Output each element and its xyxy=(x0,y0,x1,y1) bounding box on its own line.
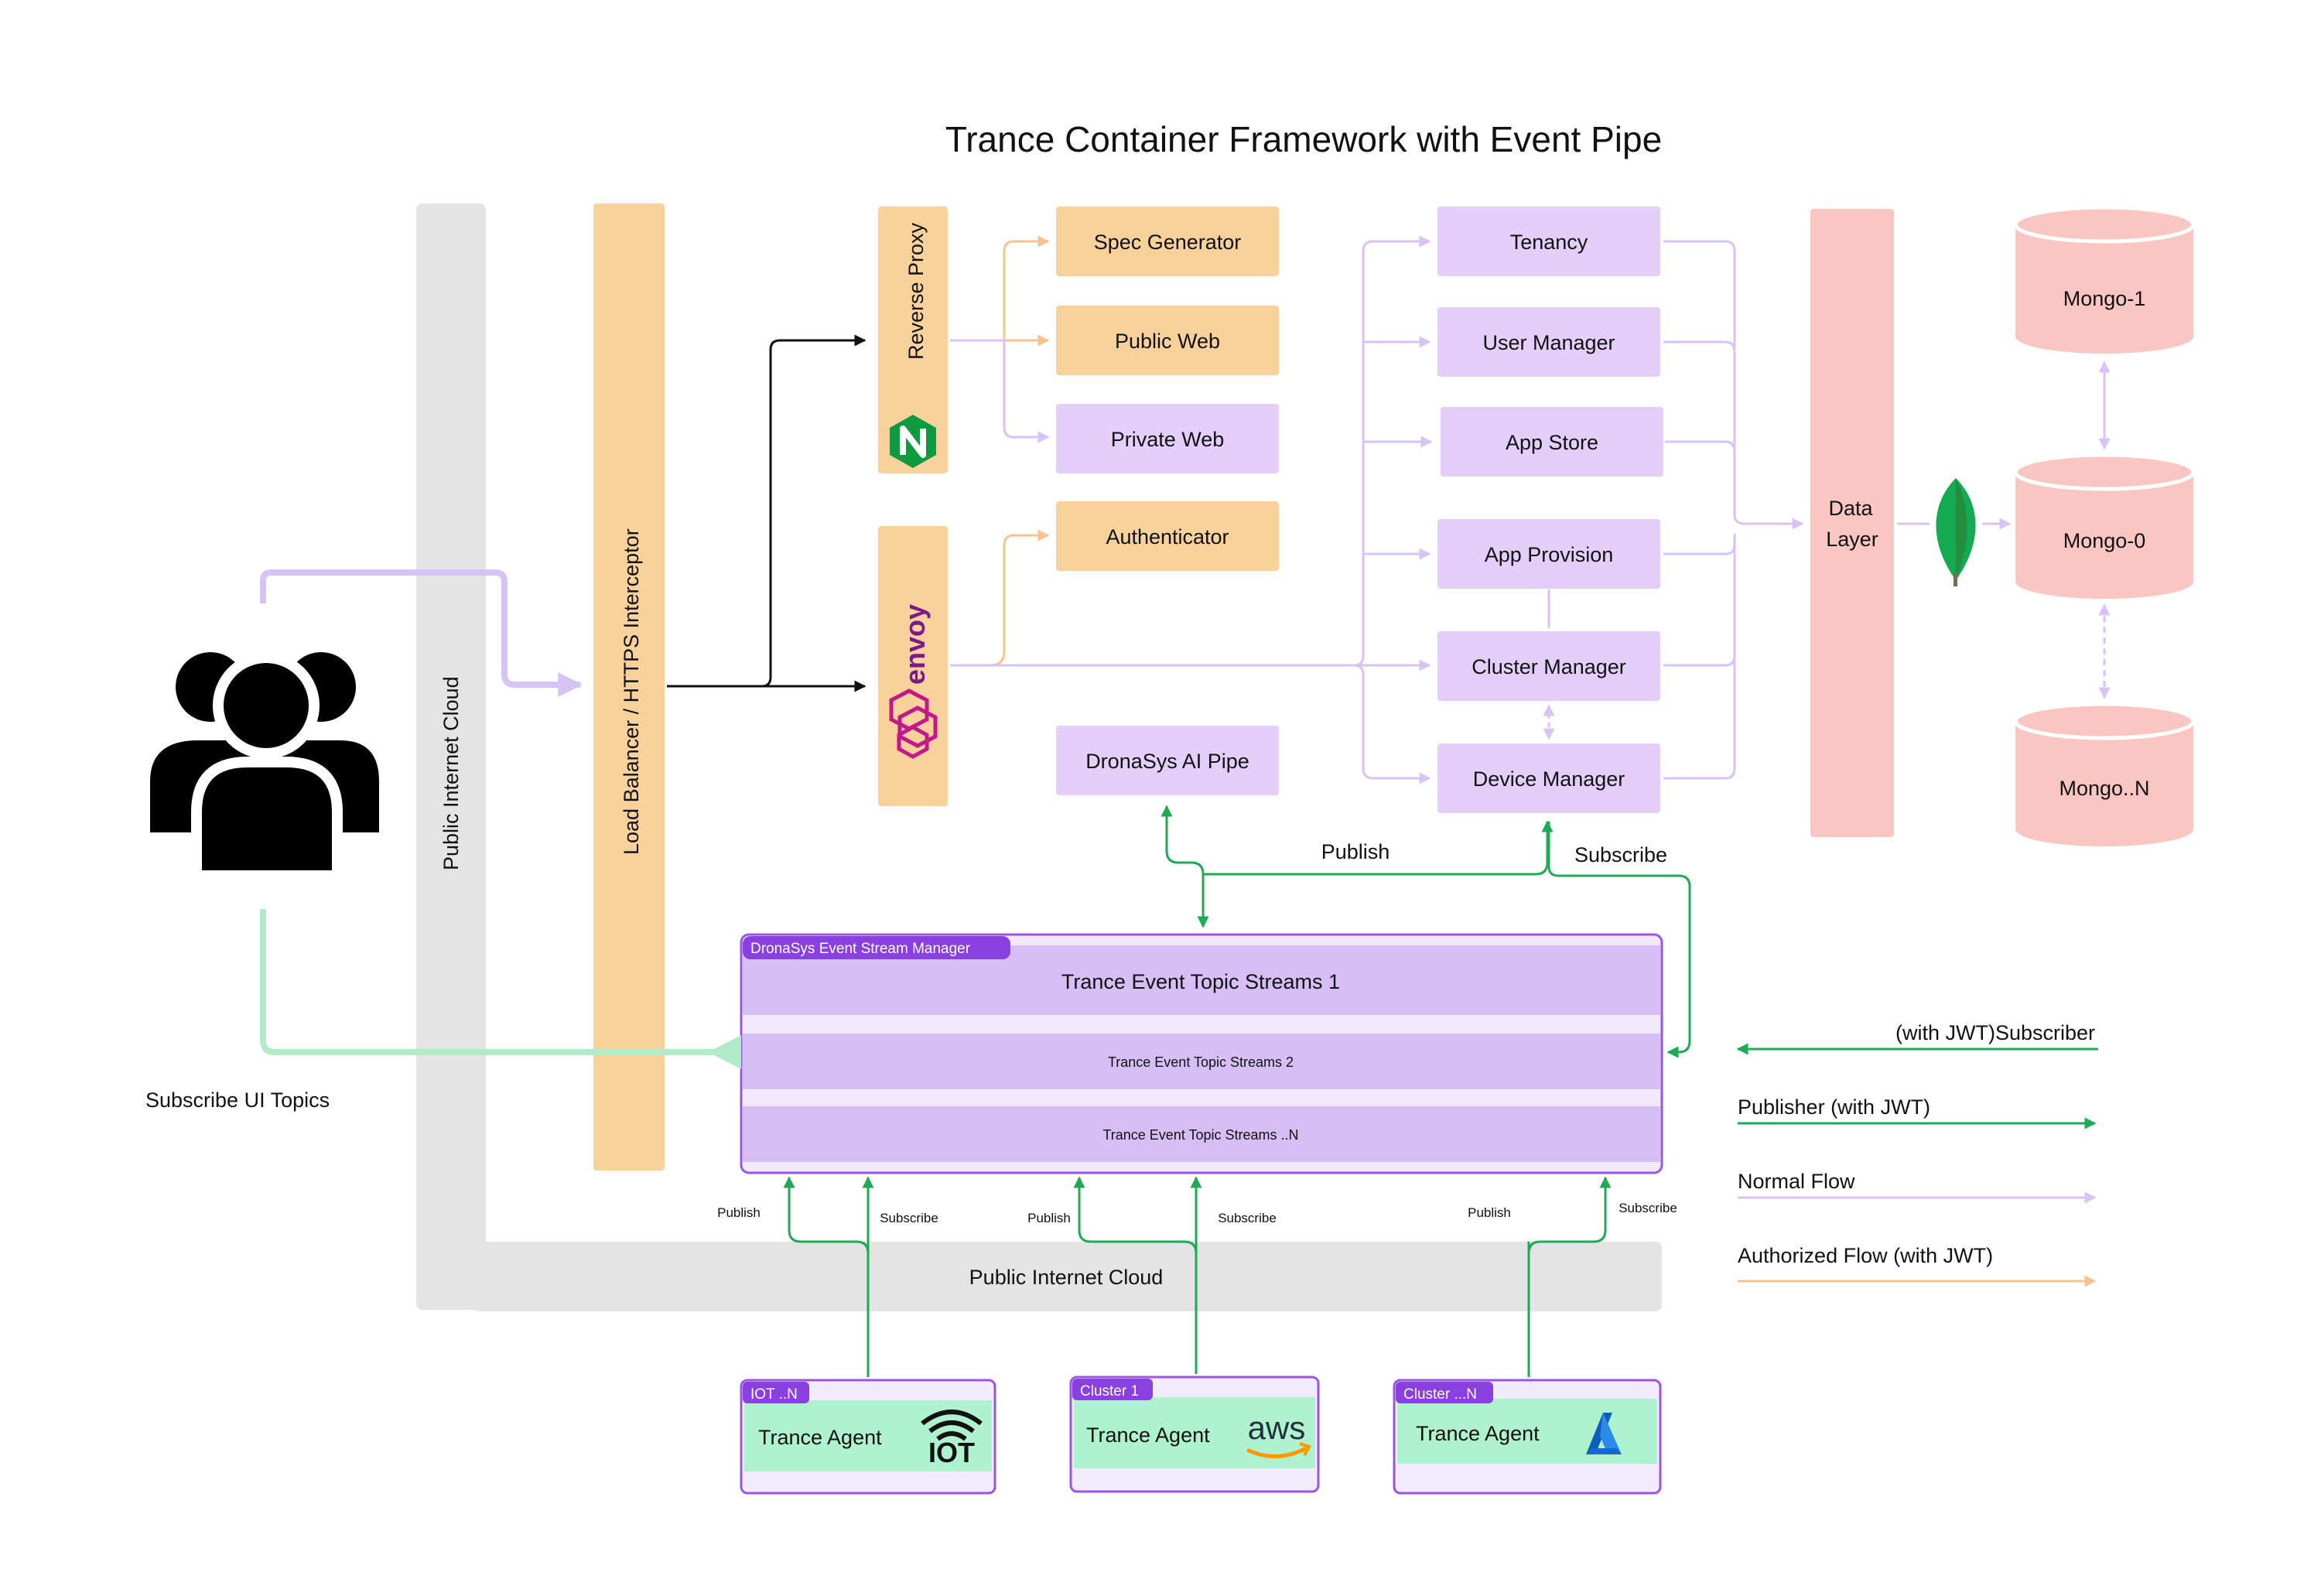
legend-subscriber-label: (with JWT)Subscriber xyxy=(1895,1021,2095,1044)
agent-azure: Cluster ...N Trance Agent xyxy=(1393,1379,1662,1495)
services-to-datalayer xyxy=(1547,240,1804,780)
agent-pubsub-lines xyxy=(783,1176,1612,1377)
agent-tag: Cluster ...N xyxy=(1403,1386,1477,1403)
legend-authorized-label: Authorized Flow (with JWT) xyxy=(1738,1244,1993,1267)
service-label: User Manager xyxy=(1482,331,1615,354)
lb-to-proxy-arrow xyxy=(761,334,867,688)
service-label: Tenancy xyxy=(1510,231,1588,254)
agent-tag: Cluster 1 xyxy=(1080,1383,1139,1399)
service-public-web: Public Web xyxy=(1056,306,1279,375)
data-layer-line2: Layer xyxy=(1826,528,1878,551)
nginx-icon xyxy=(890,415,936,468)
service-app-provision: App Provision xyxy=(1437,519,1660,589)
service-label: Cluster Manager xyxy=(1472,655,1626,678)
stream-2: Trance Event Topic Streams 2 xyxy=(1108,1054,1294,1070)
stream-n: Trance Event Topic Streams ..N xyxy=(1102,1127,1298,1143)
aws-icon: aws xyxy=(1246,1410,1311,1458)
top-pubsub-lines xyxy=(1160,805,1691,1058)
service-label: Public Web xyxy=(1115,330,1220,353)
service-authenticator: Authenticator xyxy=(1056,501,1279,571)
service-tenancy: Tenancy xyxy=(1437,207,1660,276)
service-label: App Provision xyxy=(1485,543,1614,566)
subscribe-ui-arrowhead xyxy=(708,1035,741,1069)
service-label: Private Web xyxy=(1111,428,1225,451)
event-stream-manager: DronaSys Event Stream Manager Trance Eve… xyxy=(740,933,1663,1174)
legend-publisher-label: Publisher (with JWT) xyxy=(1738,1095,1930,1119)
agent-label: Trance Agent xyxy=(1086,1423,1210,1447)
cloud-vertical-label: Public Internet Cloud xyxy=(439,676,463,870)
publish-top-label: Publish xyxy=(1321,840,1390,863)
cloud-horizontal-label: Public Internet Cloud xyxy=(969,1266,1164,1289)
mongo-0-db: Mongo-0 xyxy=(2013,453,2196,599)
users-icon xyxy=(150,652,379,881)
load-balancer: Load Balancer / HTTPS Interceptor xyxy=(593,203,665,1171)
user-to-lb-arrow xyxy=(260,569,583,697)
legend: (with JWT)Subscriber Publisher (with JWT… xyxy=(1736,1021,2098,1287)
service-cluster-manager: Cluster Manager xyxy=(1437,631,1660,701)
load-balancer-label: Load Balancer / HTTPS Interceptor xyxy=(620,528,643,855)
event-manager-tag: DronaSys Event Stream Manager xyxy=(750,941,971,957)
mongo-1-db: Mongo-1 xyxy=(2013,205,2196,354)
agent-aws: Cluster 1 Trance Agent aws xyxy=(1069,1376,1320,1493)
iot-icon: IOT xyxy=(921,1410,983,1468)
service-spec-generator: Spec Generator xyxy=(1056,207,1279,276)
agent2-publish-label: Publish xyxy=(1027,1211,1071,1225)
service-label: Authenticator xyxy=(1106,525,1229,549)
service-device-manager: Device Manager xyxy=(1437,743,1660,813)
envoy-icon xyxy=(889,689,938,759)
public-internet-cloud: Public Internet Cloud Public Internet Cl… xyxy=(416,203,1662,1311)
agent-label: Trance Agent xyxy=(1416,1422,1540,1445)
service-label: App Store xyxy=(1506,431,1598,454)
envoy-label: envoy xyxy=(899,604,931,685)
envoy-fanout xyxy=(950,235,1433,784)
mongo-label: Mongo-1 xyxy=(2063,287,2146,310)
agent2-subscribe-label: Subscribe xyxy=(1218,1211,1277,1225)
service-label: Spec Generator xyxy=(1094,231,1242,254)
service-app-store: App Store xyxy=(1441,407,1663,477)
diagram-title: Trance Container Framework with Event Pi… xyxy=(945,119,1662,159)
reverse-proxy-label: Reverse Proxy xyxy=(904,222,928,360)
agent1-subscribe-label: Subscribe xyxy=(880,1211,938,1225)
stream-1: Trance Event Topic Streams 1 xyxy=(1061,970,1340,993)
aws-icon-text: aws xyxy=(1248,1410,1306,1446)
agent3-publish-label: Publish xyxy=(1468,1205,1511,1220)
data-layer: Data Layer xyxy=(1810,209,1894,837)
data-layer-line1: Data xyxy=(1828,497,1873,520)
service-ai-pipe: DronaSys AI Pipe xyxy=(1056,726,1279,795)
agent-tag: IOT ..N xyxy=(750,1386,798,1403)
azure-icon xyxy=(1586,1413,1622,1454)
reverse-proxy: Reverse Proxy xyxy=(878,207,948,473)
mongo-n-db: Mongo..N xyxy=(2013,702,2196,846)
subscribe-top-label: Subscribe xyxy=(1574,843,1667,866)
service-label: DronaSys AI Pipe xyxy=(1085,750,1249,773)
iot-icon-text: IOT xyxy=(928,1437,975,1468)
proxy-fanout xyxy=(950,235,1050,443)
envoy-proxy: envoy xyxy=(878,526,948,806)
agent-label: Trance Agent xyxy=(758,1426,882,1449)
agent1-publish-label: Publish xyxy=(717,1205,761,1220)
mongo-label: Mongo..N xyxy=(2059,777,2149,800)
mongodb-icon xyxy=(1936,478,1976,586)
mongo-label: Mongo-0 xyxy=(2063,529,2146,552)
agent3-subscribe-label: Subscribe xyxy=(1619,1201,1677,1215)
subscribe-ui-line xyxy=(260,909,739,1055)
subscribe-ui-label: Subscribe UI Topics xyxy=(145,1088,330,1112)
service-user-manager: User Manager xyxy=(1437,307,1660,377)
service-label: Device Manager xyxy=(1473,767,1625,791)
legend-normal-label: Normal Flow xyxy=(1738,1170,1855,1193)
agent-iot: IOT ..N Trance Agent IOT xyxy=(740,1379,996,1495)
service-private-web: Private Web xyxy=(1056,404,1279,473)
